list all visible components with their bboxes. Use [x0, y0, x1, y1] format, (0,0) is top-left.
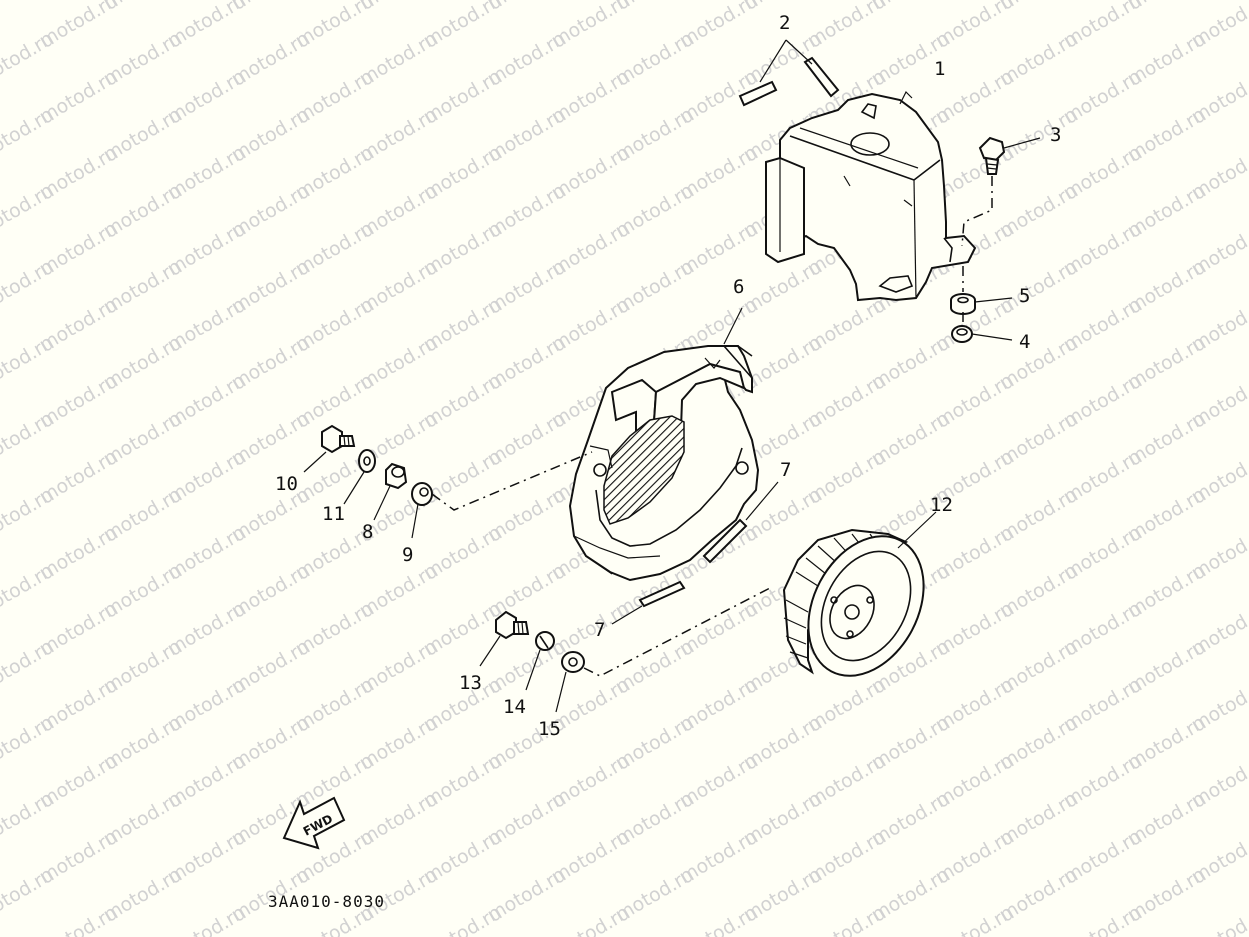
part-14-lockwasher [525, 631, 555, 691]
callout-3: 3 [1050, 124, 1061, 146]
callout-5: 5 [1019, 285, 1030, 307]
part-5-grommet [950, 266, 1013, 315]
callout-7-lower: 7 [594, 619, 605, 641]
part-1-shroud [765, 90, 977, 302]
part-2-strips [738, 39, 840, 107]
callout-6: 6 [733, 276, 744, 298]
part-12-flywheel [782, 511, 937, 677]
part-7-strip-upper [702, 481, 779, 564]
callout-12: 12 [930, 494, 953, 516]
part-10-bolt [303, 424, 356, 473]
callout-11: 11 [322, 503, 345, 525]
callout-7-upper: 7 [780, 459, 791, 481]
part-6-fan-housing [568, 307, 760, 582]
callout-9: 9 [402, 544, 413, 566]
part-8-collar [373, 462, 408, 521]
part-9-grommet [411, 451, 593, 539]
callout-13: 13 [459, 672, 482, 694]
part-7-pin-lower [611, 580, 686, 625]
callout-labels: 1 2 3 4 5 6 7 7 8 9 10 11 12 13 14 15 [275, 12, 1061, 740]
part-11-washer [343, 449, 376, 505]
callout-15: 15 [538, 718, 561, 740]
callout-4: 4 [1019, 331, 1030, 353]
part-3-bolt [961, 136, 1041, 247]
part-4-collar [951, 312, 1013, 343]
part-15-nut [555, 587, 771, 713]
callout-1: 1 [934, 58, 945, 80]
part-13-bolt [479, 610, 530, 667]
diagram-code: 3AA010-8030 [268, 892, 385, 911]
fwd-arrow-icon: FWD [282, 796, 346, 850]
callout-8: 8 [362, 521, 373, 543]
callout-10: 10 [275, 473, 298, 495]
callout-2: 2 [779, 12, 790, 34]
callout-14: 14 [503, 696, 526, 718]
